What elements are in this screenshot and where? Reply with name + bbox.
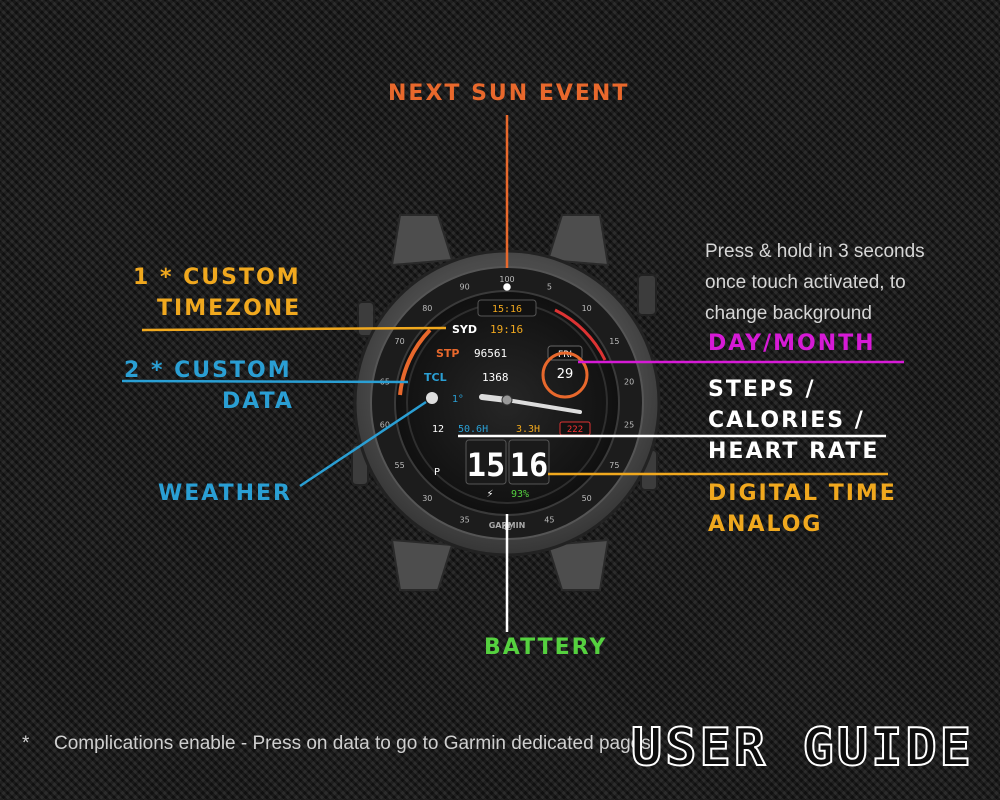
bezel-number: 60 <box>380 421 390 430</box>
note-line-2: once touch activated, to <box>705 272 906 293</box>
tz-time: 19:16 <box>490 323 523 336</box>
pointer-lines <box>121 115 904 632</box>
pointer-timezone <box>141 326 447 332</box>
date: 29 <box>557 367 574 382</box>
bezel-number: 70 <box>395 337 405 346</box>
seconds-value: 12 <box>432 424 444 435</box>
label-day-month: DAY/MONTH <box>708 331 876 356</box>
label-custom-data-2: DATA <box>222 389 294 414</box>
bolt-icon: ⚡ <box>486 489 493 500</box>
bezel-number: 55 <box>395 461 405 470</box>
battery-value: 93% <box>511 489 529 500</box>
label-next-sun-event: NEXT SUN EVENT <box>388 81 630 106</box>
label-custom-timezone-1: 1 * CUSTOM <box>133 265 301 290</box>
bezel-number: 45 <box>544 516 554 525</box>
bezel-number: 20 <box>624 378 634 387</box>
footer-note: * Complications enable - Press on data t… <box>22 733 651 755</box>
sun-time-box <box>477 299 537 317</box>
footer-text: Complications enable - Press on data to … <box>53 733 651 754</box>
bezel-number: 15 <box>609 337 619 346</box>
stp-label: STP <box>436 347 460 360</box>
pointer-weather <box>299 400 427 488</box>
weather-icon <box>426 392 438 404</box>
label-battery: BATTERY <box>484 635 608 660</box>
digital-minutes-box <box>508 439 550 485</box>
bezel-number: 5 <box>547 283 552 292</box>
label-steps-2: CALORIES / <box>708 408 865 433</box>
bezel-number: 80 <box>422 304 432 313</box>
date-ring <box>541 351 589 399</box>
stp-value: 96561 <box>474 347 507 360</box>
tz-label: SYD <box>452 323 477 336</box>
bezel-number: 30 <box>422 494 432 503</box>
bezel-number: 50 <box>582 494 592 503</box>
tcl-value: 1368 <box>482 371 509 384</box>
digital-hours: 15 <box>467 446 506 484</box>
digital-minutes: 16 <box>510 446 549 484</box>
bezel-number: 90 <box>460 283 470 292</box>
bezel-number: 25 <box>624 421 634 430</box>
heart-rate: 222 <box>567 425 583 435</box>
hands-center <box>501 394 513 406</box>
bezel-number: 75 <box>609 461 619 470</box>
bezel-number: 35 <box>460 516 470 525</box>
label-steps-3: HEART RATE <box>708 439 880 464</box>
note-line-1: Press & hold in 3 seconds <box>705 241 925 262</box>
sun-time: 15:16 <box>492 304 522 315</box>
label-weather: WEATHER <box>158 481 293 506</box>
label-digital-2: ANALOG <box>708 512 823 537</box>
weather-value: 1° <box>452 394 463 405</box>
body-battery: 50.6H <box>458 424 488 435</box>
label-custom-data-1: 2 * CUSTOM <box>124 358 292 383</box>
sun-icon <box>503 283 511 291</box>
label-digital-1: DIGITAL TIME <box>708 481 897 506</box>
calories-hours: 3.3H <box>516 424 540 435</box>
hour-hand <box>505 398 582 414</box>
label-custom-timezone-2: TIMEZONE <box>157 296 302 321</box>
label-steps-1: STEPS / <box>708 377 816 402</box>
day: FRI <box>558 350 572 360</box>
tcl-label: TCL <box>424 371 447 384</box>
user-guide-title: USER GUIDE <box>630 717 974 779</box>
bezel-number: 10 <box>582 304 592 313</box>
bezel-number: 100 <box>499 275 514 284</box>
watch-lugs <box>390 214 610 591</box>
footer-asterisk: * <box>22 733 30 754</box>
digital-hours-box <box>465 439 507 485</box>
note-line-3: change background <box>705 303 872 324</box>
red-arc <box>554 308 607 361</box>
orange-arc <box>398 328 432 396</box>
pm-indicator: P <box>434 467 440 478</box>
pointer-custom-data <box>121 379 409 384</box>
